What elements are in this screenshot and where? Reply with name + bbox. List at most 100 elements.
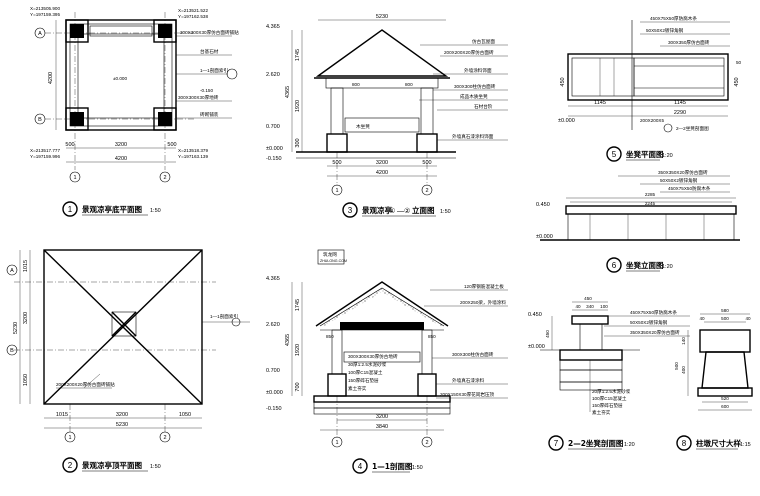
dim-label: 400 [681,366,686,374]
note-label: 50X50X2镀锌角钢 [646,27,684,34]
dim-label: 500 [674,362,679,370]
dim-label: 500 [721,316,729,321]
axis-2-label: 2 [425,188,428,194]
drawing-2-roof-plan: A B 1015 3200 1050 5230 1015 3200 1050 5… [6,249,250,473]
note-label: 1—1剖面索引 [210,313,238,320]
dim-label: 4365 [285,86,291,98]
drawing-scale: 1:20 [662,153,673,159]
drawing-number: 6 [612,261,617,270]
note-label: 1—1剖面索引 [200,67,228,74]
note-label: 200X200X20厚仿古面砖 [444,49,494,56]
note-label: 20厚1:2.5水泥砂浆 [592,388,631,395]
dim-label: 2245 [645,201,656,206]
dim-label: 500 [167,142,176,148]
note-label: 200X150X30厚花岗岩压顶 [440,391,495,398]
drawing-number: 2 [68,461,73,470]
coord-label: X=213521.522 [178,8,208,13]
watermark-text: 筑龙网 [323,251,337,258]
dim-label: 1050 [23,374,29,386]
note-label: 100厚C15混凝土 [592,395,627,402]
axis-A-label: A [38,31,42,37]
leader-notes: 120厚钢筋混凝土板 200X250梁，外墙涂料 300X300柱仿古面砖 外墙… [348,283,508,399]
drawing-number: 8 [682,439,687,448]
drawing-title: 柱墩尺寸大样 [696,438,741,448]
axis-B-label: B [38,117,42,123]
drawing-scale: 1:50 [150,464,161,470]
note-label: 350X350X20厚仿古面砖 [658,169,708,176]
dim-label: 3200 [23,312,29,324]
dim-label: 40 [745,316,751,321]
dim-label: 1145 [674,100,686,106]
dim-label: 3200 [376,160,388,166]
dim-label: 5230 [116,422,128,428]
dim-label: 1745 [295,49,301,61]
dim-label: 3200 [115,142,127,148]
dim-label: 340 [586,304,594,309]
leader-notes: 仿古瓦屋面 200X200X20厚仿古面砖 外墙涂料饰面 300X300柱仿古面… [419,38,508,141]
note-label: 200X250梁，外墙涂料 [460,299,506,306]
dim-label: 450 [734,77,740,86]
dim-label: 5230 [13,322,19,334]
note-label: 300X300X30厚仿古地砖 [348,353,398,360]
dim-label: 800 [352,82,360,87]
dim-label: 2285 [645,192,656,197]
note-label: 50X50X2镀锌角钢 [660,177,698,184]
axis-1-label: 1 [335,440,338,446]
dim-label: 1920 [295,100,301,112]
dim-label: 850 [428,334,436,339]
level-label: -0.150 [266,406,282,412]
drawing-scale: 1:20 [662,264,673,270]
coord-label: Y=197159.395 [30,12,60,17]
leader-notes: 350X350X20厚仿古面砖 50X50X2镀锌角钢 450X75X50防腐木… [618,169,730,193]
dim-label: 3840 [376,424,388,430]
drawing-title: 2—2坐凳剖面图 [568,438,624,448]
note-label: 外墙涂料饰面 [464,67,492,74]
drawing-scale: 1:20 [624,442,635,448]
coord-label: Y=197159.996 [30,154,60,159]
level-label: ±0.000 [558,118,575,124]
drawing-1-base-plan: A B 1 2 X=213505.900 Y=197159.395 X=2135… [30,6,239,217]
dim-label: 3200 [116,412,128,418]
drawing-title: 景观凉亭 [362,205,392,215]
dim-label: 100 [600,304,608,309]
note-label: 台基石材 [200,48,219,55]
dim-label: 1920 [295,344,301,356]
axis-1-label: 1 [68,435,71,441]
dim-label: 5230 [376,14,388,20]
level-label: 2.620 [266,72,280,78]
dim-label: 1015 [23,260,29,272]
dim-label: 4365 [285,334,291,346]
dim-label: 800 [405,82,413,87]
level-label: 0.450 [536,202,550,208]
note-label: 50X50X2镀锌角钢 [630,319,668,326]
dim-label: 700 [295,382,301,391]
svg-text:—: — [397,208,404,215]
dim-label: 140 [681,337,686,345]
dim-label: 4200 [48,72,54,84]
drawing-scale: 1:15 [740,442,751,448]
note-label: 仿古瓦屋面 [472,38,495,45]
drawing-title: 坐凳平面图 [626,149,664,159]
note-label: 450X75X50厚防腐木条 [630,309,677,316]
axis-2-label: 2 [163,175,166,181]
dim-label: 1145 [594,100,606,106]
dim-label: 580 [721,308,729,313]
drawing-number: 7 [554,439,559,448]
note-label: 砖砌铺装 [200,111,219,118]
note-label: 成品木质坐凳 [460,93,488,100]
dim-label: 40 [575,304,581,309]
drawing-6-bench-elevation: 2285 2245 0.450 ±0.000 350X350X20厚仿古面砖 5… [536,169,740,273]
axis-1-label: 1 [73,175,76,181]
note-label: 素土夯实 [592,409,611,416]
coord-label: X=213505.900 [30,6,60,11]
level-label: ±0.000 [528,344,545,350]
note-label: 450X75X50防腐木条 [668,185,711,192]
drawing-5-bench-plan: 1145 1145 2290 450 50 450 200X200X5 ±0.0… [558,15,742,162]
note-label: 120厚钢筋混凝土板 [464,283,504,290]
dim-label: 500 [65,142,74,148]
coord-label: Y=197163.139 [178,154,208,159]
dim-label: 3200 [376,414,388,420]
note-label: 150厚碎石垫层 [348,377,379,384]
dim-label: 600 [721,404,729,409]
note-label: 200X200X20厚仿古面砖铺贴 [56,381,115,388]
